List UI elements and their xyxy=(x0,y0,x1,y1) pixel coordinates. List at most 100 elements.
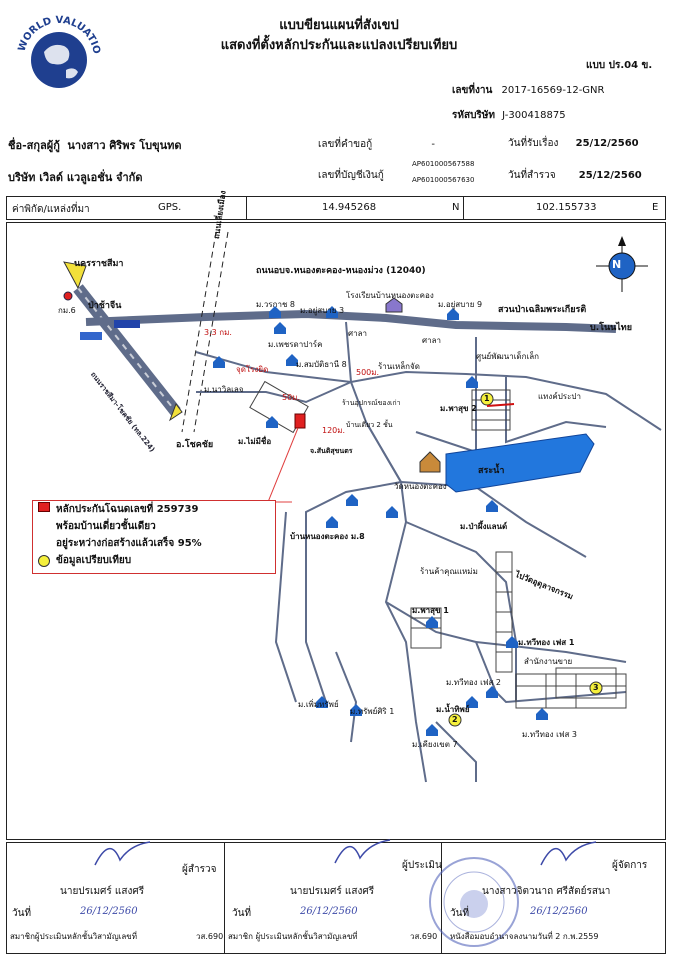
marker-label-2: 2 xyxy=(452,715,458,724)
sig-2-role: ผู้ประเมิน xyxy=(402,860,442,871)
marker-label-3: 3 xyxy=(593,683,599,692)
label-pumsap: ม.เพิ่มทรัพย์ xyxy=(298,700,339,709)
label-school: โรงเรียนบ้านหนองตะคอง xyxy=(346,291,434,300)
sig-2-name: นายปรเมศร์ แสงศรี xyxy=(290,886,375,897)
lake xyxy=(445,433,595,493)
sig-2-date: 26/12/2560 xyxy=(300,906,358,917)
sig-3-date-label: วันที่ xyxy=(450,908,470,919)
road-12040 xyxy=(85,309,617,333)
job-number-value: 2017-16569-12-GNR xyxy=(501,85,605,96)
company-code-label: รหัสบริษัท xyxy=(452,110,495,121)
label-pasuk1: ม.พาสุข 1 xyxy=(412,606,449,615)
label-sala-2: ศาลา xyxy=(422,336,441,345)
survey-date-value: 25/12/2560 xyxy=(578,170,642,181)
sig-2-member-no: วส.690 xyxy=(410,932,438,941)
label-thawee2: ม.ทวีทอง เฟส 2 xyxy=(446,678,502,687)
label-childcenter: ศูนย์พัฒนาเด็กเล็ก xyxy=(476,352,539,361)
legend-collateral-swatch xyxy=(38,502,50,512)
legend-item-2: พร้อมบ้านเดี่ยวชั้นเดียว xyxy=(56,521,156,532)
label-office: สำนักงานขาย xyxy=(524,657,573,666)
label-bachajin: ป่าช้าจีน xyxy=(88,301,122,311)
company-code-row: รหัสบริษัท J-300418875 xyxy=(452,108,566,123)
sig-1-name: นายปรเมศร์ แสงศรี xyxy=(60,886,145,897)
label-santisuk: จ.สันติสุขนตร xyxy=(310,447,353,455)
applicant-row: ชื่อ-สกุลผู้กู้ นางสาว ศิริพร โบขุนทด xyxy=(8,136,182,154)
sig-3-role: ผู้จัดการ xyxy=(612,860,648,871)
request-row: เลขที่คำขอกู้ - xyxy=(318,137,435,152)
label-shop1: ร้านเหล็กจัด xyxy=(378,362,420,371)
label-park: สวนป่าเฉลิมพระเกียรติ xyxy=(498,305,587,315)
signature-dividers xyxy=(224,842,442,954)
label-shop2: ร้านอุปกรณ์ของเก่า xyxy=(342,399,401,407)
coord-divider xyxy=(246,196,464,220)
sig-3-date: 26/12/2560 xyxy=(530,906,588,917)
north-letter: N xyxy=(612,258,622,271)
label-pasuk2: ม.พาสุข 2 xyxy=(440,404,477,413)
received-date-row: วันที่รับเรื่อง 25/12/2560 xyxy=(508,136,639,151)
temple-icon xyxy=(419,451,441,473)
sig-2-date-label: วันที่ xyxy=(232,908,252,919)
label-road-top: ถนนอบจ.หนองตะคอง-หนองม่วง (12040) xyxy=(256,266,426,276)
header-title-1: แบบขียนแผนที่สังเขป xyxy=(279,18,399,33)
legend-item-1: หลักประกันโฉนดเลขที่ 259739 xyxy=(56,504,199,515)
legend-compare-swatch xyxy=(38,555,50,567)
sig-1-member-label: สมาชิกผู้ประเมินหลักชั้นวิสามัญเลขที่ xyxy=(10,932,138,941)
map-frame xyxy=(6,222,666,840)
applicant-label: ชื่อ-สกุลผู้กู้ xyxy=(8,139,60,152)
label-temple: วัดหนองตะคอง xyxy=(394,482,447,491)
map-canvas xyxy=(63,231,662,783)
account-no-1: AP601000567588 xyxy=(412,160,475,168)
signature-panel xyxy=(6,842,666,954)
survey-date-label: วันที่สำรวจ xyxy=(508,170,556,181)
sig-1-date: 26/12/2560 xyxy=(80,906,138,917)
label-mamise: ม.ไม่มีชื่อ xyxy=(238,437,272,446)
bypass-road xyxy=(181,231,229,433)
signature-2-icon xyxy=(334,839,391,864)
label-nongtakong: บ้านหนองตะคอง ม.8 xyxy=(290,532,365,541)
label-start: จุดโรงยิด xyxy=(236,365,269,374)
label-sala-1: ศาลา xyxy=(348,329,367,338)
label-house2: บ้านเดี่ยว 2 ชั้น xyxy=(346,421,393,429)
label-pueng: ม.ป่าผึ้งแลนด์ xyxy=(460,522,508,531)
signature-1-icon xyxy=(94,841,151,866)
label-nakhon: นครราชสีมา xyxy=(74,259,124,269)
form-number: แบบ ปร.04 ข. xyxy=(586,60,653,71)
label-yusabai9: ม.อยู่สบาย 9 xyxy=(438,300,483,309)
shop-icon xyxy=(114,320,140,328)
job-number-label: เลขที่งาน xyxy=(452,85,493,96)
store-icon xyxy=(80,332,102,340)
label-km33: 3.3 กม. xyxy=(204,328,232,337)
received-date-value: 25/12/2560 xyxy=(575,138,639,149)
coord-lon-dir: E xyxy=(652,202,659,213)
signature-3-icon xyxy=(540,841,597,866)
label-varakorn: ม.วรกาช 8 xyxy=(256,300,296,309)
label-kiangkhet: ม.เคียงเขต 7 xyxy=(412,740,458,749)
request-no-value: - xyxy=(431,139,435,150)
label-thawee1: ม.ทวีทอง เฟส 1 xyxy=(518,638,575,647)
received-date-label: วันที่รับเรื่อง xyxy=(508,138,559,149)
company-logo: WORLD VALUATION xyxy=(10,4,104,94)
marker-label-1: 1 xyxy=(484,394,490,403)
label-thawee3: ม.ทวีทอง เฟส 3 xyxy=(522,730,578,739)
coord-label: ค่าพิกัด/แหล่งที่มา xyxy=(12,204,90,215)
coord-lat-dir: N xyxy=(452,202,460,213)
sig-1-role: ผู้สำรวจ xyxy=(182,864,217,875)
company-code-value: J-300418875 xyxy=(502,110,566,121)
company-stamp-icon xyxy=(429,857,519,947)
north-arrow-icon xyxy=(596,236,648,292)
label-nonthai: บ.โนนไทย xyxy=(590,323,633,333)
sig-1-member-no: วส.690 xyxy=(196,932,224,941)
km-marker-icon xyxy=(63,291,73,301)
request-no-label: เลขที่คำขอกู้ xyxy=(318,139,373,150)
sig-2-member-label: สมาชิก ผู้ประเมินหลักชั้นวิสามัญเลขที่ xyxy=(228,932,358,941)
label-chokchai: อ.โชคชัย xyxy=(176,440,214,450)
sig-3-member-label: หนังสือมอบอำนาจลงนามวันที่ 2 ก.พ.2559 xyxy=(450,932,599,941)
legend-item-3: อยู่ระหว่างก่อสร้างแล้วเสร็จ 95% xyxy=(56,538,202,549)
coord-lat: 14.945268 xyxy=(322,202,377,213)
label-yusabai3: ม.อยู่สบาย 3 xyxy=(300,306,345,315)
label-50m: 50ม. xyxy=(282,393,300,402)
label-500m: 500ม. xyxy=(356,368,380,377)
compare-markers xyxy=(448,392,603,727)
legend-item-4: ข้อมูลเปรียบเทียบ xyxy=(56,555,132,566)
label-petdapark: ม.เพชรดาปาร์ค xyxy=(268,340,323,349)
